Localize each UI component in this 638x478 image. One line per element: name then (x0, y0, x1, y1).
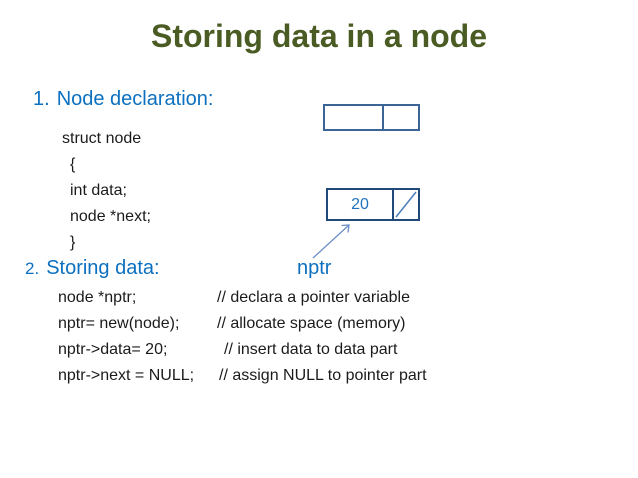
section1-heading: 1. Node declaration: (33, 88, 213, 111)
filled-node-next-cell (394, 190, 418, 219)
code-text: nptr->data= 20; (58, 341, 168, 358)
empty-node-diagram (323, 104, 420, 131)
section2-heading: 2. Storing data: (25, 257, 160, 280)
filled-node-diagram: 20 (326, 188, 420, 221)
section1-heading-text: Node declaration: (56, 88, 214, 110)
code-line: } (70, 234, 76, 251)
comment-text: // insert data to data part (224, 341, 398, 358)
page-title: Storing data in a node (150, 18, 487, 54)
code-line: int data; (70, 182, 127, 199)
code-comment-row: nptr->next = NULL; // assign NULL to poi… (58, 363, 427, 389)
code-text: node *nptr; (58, 289, 137, 306)
code-line: struct node (62, 130, 142, 147)
empty-node-data-cell (325, 106, 384, 129)
code-comment-row: nptr->data= 20; // insert data to data p… (58, 337, 427, 363)
nptr-pointer-label: nptr (297, 257, 332, 279)
code-comment-row: node *nptr; // declara a pointer variabl… (58, 285, 427, 311)
comment-text: // assign NULL to pointer part (219, 367, 427, 384)
code-line: { (70, 156, 76, 173)
empty-node-next-cell (384, 106, 418, 129)
struct-code-block: struct node { int data; node *next; } (62, 126, 151, 256)
section2-number: 2. (25, 259, 40, 278)
comment-text: // allocate space (memory) (217, 315, 406, 332)
section1-number: 1. (33, 88, 50, 110)
nptr-arrow-icon (312, 224, 350, 259)
code-text: nptr= new(node); (58, 315, 180, 332)
code-line: node *next; (70, 208, 151, 225)
comment-text: // declara a pointer variable (217, 289, 410, 306)
code-comment-row: nptr= new(node); // allocate space (memo… (58, 311, 427, 337)
filled-node-data-cell: 20 (328, 190, 394, 219)
code-text: nptr->next = NULL; (58, 367, 195, 384)
section2-heading-text: Storing data: (46, 257, 160, 279)
null-diagonal-line (395, 191, 417, 218)
storing-code-block: node *nptr; // declara a pointer variabl… (58, 285, 427, 389)
